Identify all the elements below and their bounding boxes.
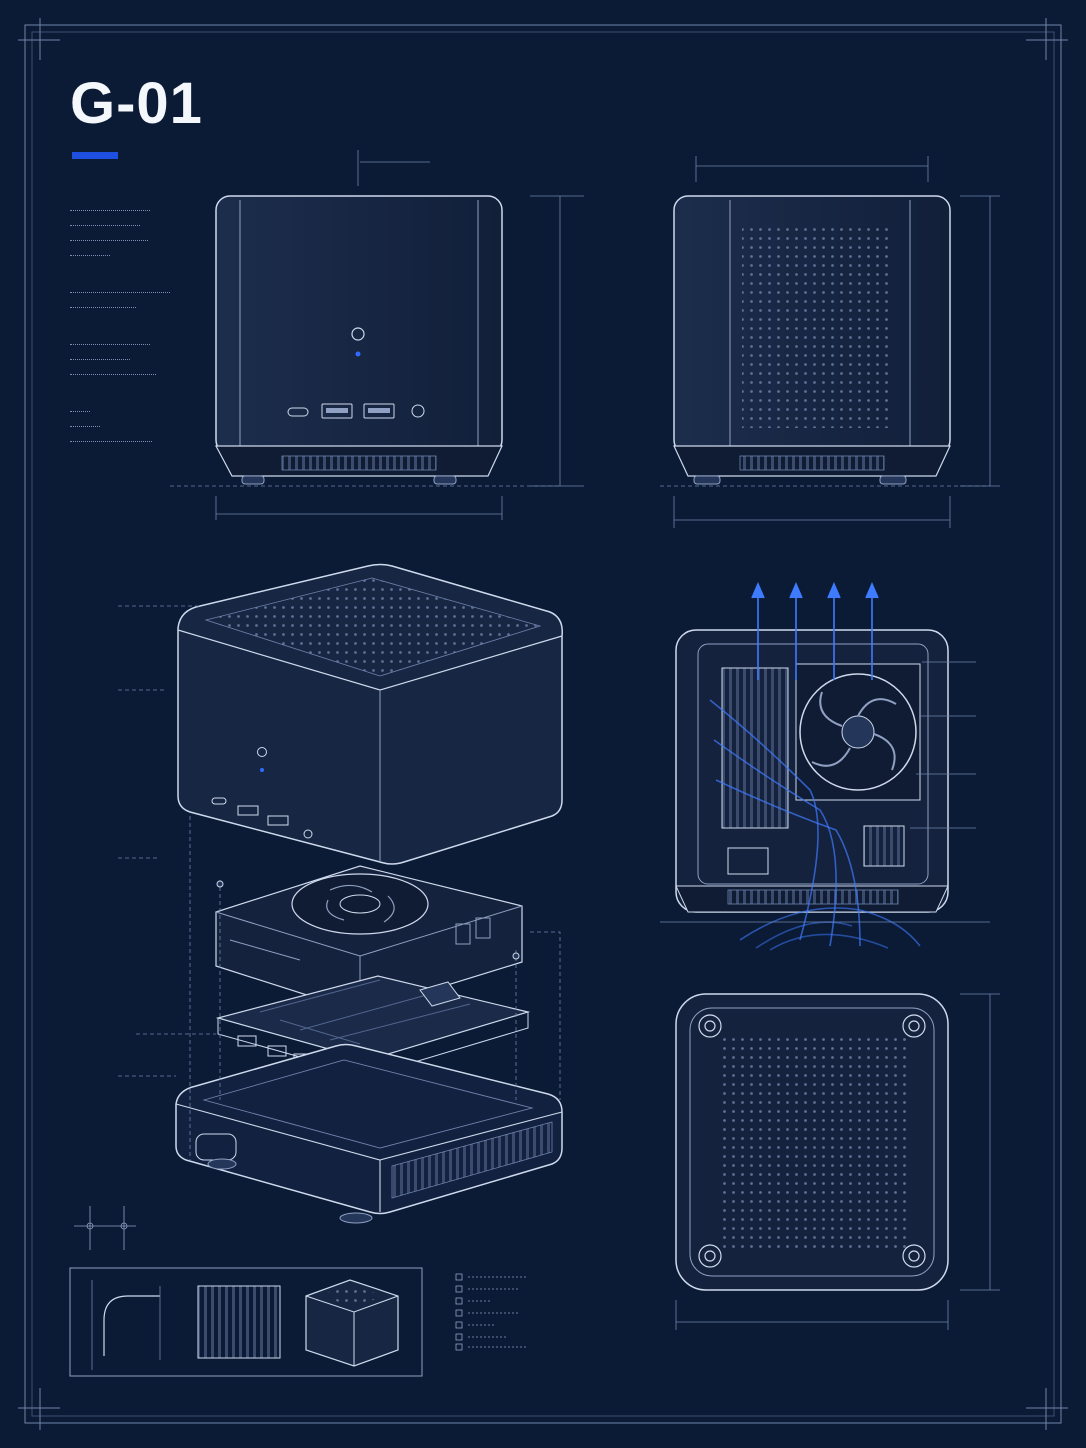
- status-led-icon: [355, 351, 361, 357]
- bottom-chassis: [175, 1043, 563, 1224]
- title-accent-bar: [72, 152, 118, 159]
- symbol-legend: [455, 1273, 526, 1351]
- audio-jack-icon: [411, 404, 425, 418]
- power-button-icon: [351, 327, 365, 341]
- usb-a-port-icon: [321, 403, 353, 419]
- spec-line: [70, 344, 150, 349]
- heatsink: [721, 667, 789, 829]
- usb-c-port-icon: [287, 407, 309, 417]
- side-view: [660, 156, 1000, 528]
- motherboard: [215, 975, 531, 1077]
- airflow-arrows: [709, 581, 921, 951]
- heatsink-detail: [197, 1285, 281, 1359]
- spec-line: [70, 359, 130, 364]
- spec-line: [70, 441, 152, 446]
- sheet-frame: [18, 18, 1068, 1430]
- internal-cutaway-view: [660, 581, 990, 951]
- spec-notes: [70, 210, 220, 456]
- spec-line: [70, 240, 148, 245]
- spec-line: [70, 225, 140, 230]
- spec-line: [70, 255, 110, 260]
- small-isometric-unit: [305, 1279, 399, 1367]
- section-marker: [74, 1206, 136, 1250]
- spec-line: [70, 292, 170, 297]
- spec-line: [70, 307, 136, 312]
- top-shell: [177, 563, 563, 865]
- spec-line: [70, 210, 150, 215]
- front-view: [170, 150, 584, 520]
- vent-panel: [742, 222, 888, 428]
- bottom-view: [675, 993, 1000, 1330]
- page-title: G-01: [70, 71, 203, 136]
- spec-line: [70, 426, 100, 431]
- vent-grid: [718, 1036, 908, 1248]
- exploded-isometric-view: [118, 563, 563, 1224]
- detail-strip: [69, 1206, 526, 1377]
- corner-radius-detail: [91, 1280, 161, 1370]
- spec-line: [70, 411, 90, 416]
- usb-a-port-icon: [363, 403, 395, 419]
- fan-assembly: [215, 865, 523, 1013]
- spec-line: [70, 374, 156, 379]
- fan-icon: [799, 673, 917, 791]
